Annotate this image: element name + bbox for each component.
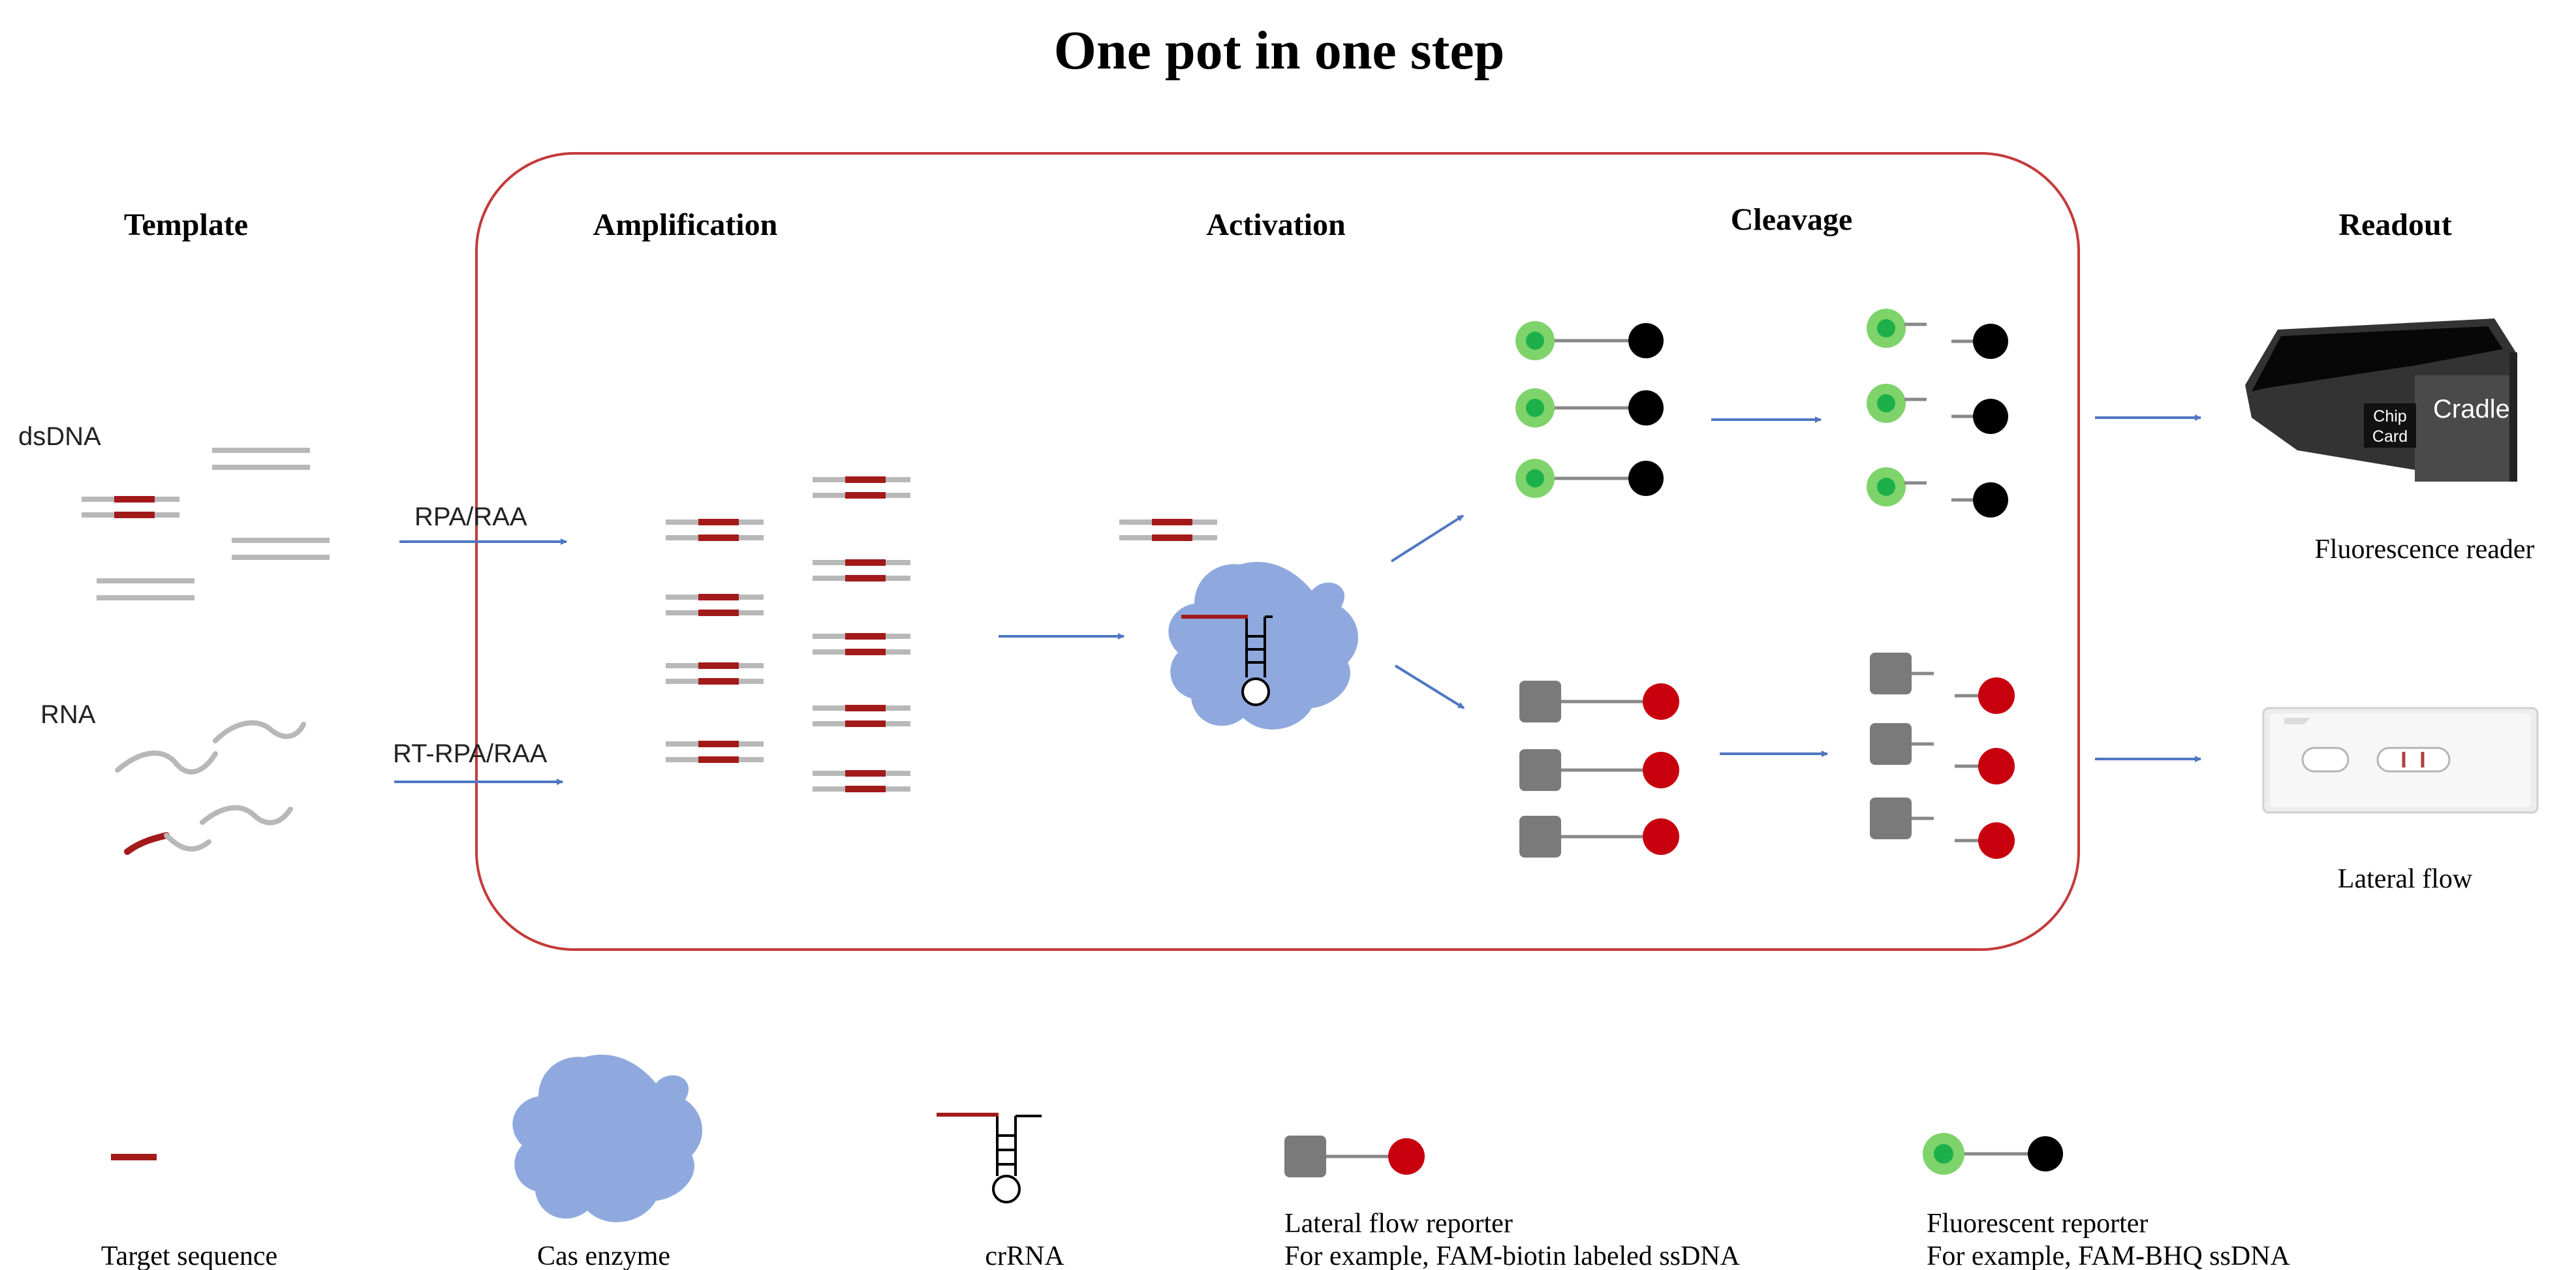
activation-target-dsdna bbox=[1119, 522, 1217, 538]
method-rt-rpa-label: RT-RPA/RAA bbox=[393, 739, 548, 768]
fluorescence-reader-device bbox=[2245, 318, 2517, 482]
legend-crrna-label: crRNA bbox=[985, 1241, 1064, 1270]
fluorescence-reader-caption: Fluorescence reader bbox=[2315, 534, 2535, 565]
one-pot-reaction-box bbox=[475, 152, 2080, 951]
diagram-title: One pot in one step bbox=[1054, 20, 1505, 81]
lateral-flow-reporters-cleaved bbox=[1870, 653, 2015, 859]
legend-fluorescent-reporter-label: Fluorescent reporter bbox=[1927, 1209, 2148, 1239]
stage-cleavage: Cleavage bbox=[1731, 202, 1853, 237]
arrow-to-lateral-flow-reporters bbox=[1394, 664, 1465, 709]
cas-crrna-complex bbox=[1168, 561, 1359, 730]
rna-template-strands bbox=[115, 720, 306, 855]
amplified-dsdna-products bbox=[666, 480, 910, 789]
stage-template: Template bbox=[124, 208, 248, 242]
fluorescent-reporters-intact bbox=[1515, 321, 1664, 498]
fluorescent-reporters-cleaved bbox=[1867, 309, 2008, 518]
lateral-flow-strip bbox=[2262, 707, 2539, 814]
legend-fluorescent-example: For example, FAM-BHQ ssDNA bbox=[1927, 1241, 2291, 1270]
legend-cas-enzyme-symbol bbox=[512, 1054, 703, 1222]
stage-activation: Activation bbox=[1206, 208, 1345, 242]
legend-lateral-flow-reporter-label: Lateral flow reporter bbox=[1284, 1209, 1513, 1239]
dsdna-template-strands bbox=[82, 450, 330, 598]
lateral-flow-reporters-intact bbox=[1519, 681, 1679, 858]
reader-cradle-label: Cradle bbox=[2433, 395, 2510, 424]
reader-card-label: Card bbox=[2372, 427, 2408, 446]
legend-fluorescent-reporter-symbol bbox=[1923, 1133, 2063, 1175]
lateral-flow-caption: Lateral flow bbox=[2338, 864, 2473, 894]
stage-readout: Readout bbox=[2338, 208, 2451, 242]
reader-chip-label: Chip bbox=[2373, 407, 2406, 426]
legend-cas-enzyme-label: Cas enzyme bbox=[537, 1241, 670, 1270]
legend-target-sequence-label: Target sequence bbox=[101, 1241, 277, 1270]
legend-lateral-flow-example: For example, FAM-biotin labeled ssDNA bbox=[1284, 1241, 1741, 1270]
arrow-to-fluorescent-reporters bbox=[1390, 514, 1465, 563]
template-rna-label: RNA bbox=[40, 700, 96, 729]
stage-amplification: Amplification bbox=[593, 208, 778, 242]
template-dsdna-label: dsDNA bbox=[18, 422, 101, 451]
legend-lateral-flow-reporter-symbol bbox=[1284, 1136, 1425, 1177]
method-rpa-label: RPA/RAA bbox=[414, 503, 527, 531]
legend-crrna-symbol bbox=[937, 1113, 1042, 1203]
